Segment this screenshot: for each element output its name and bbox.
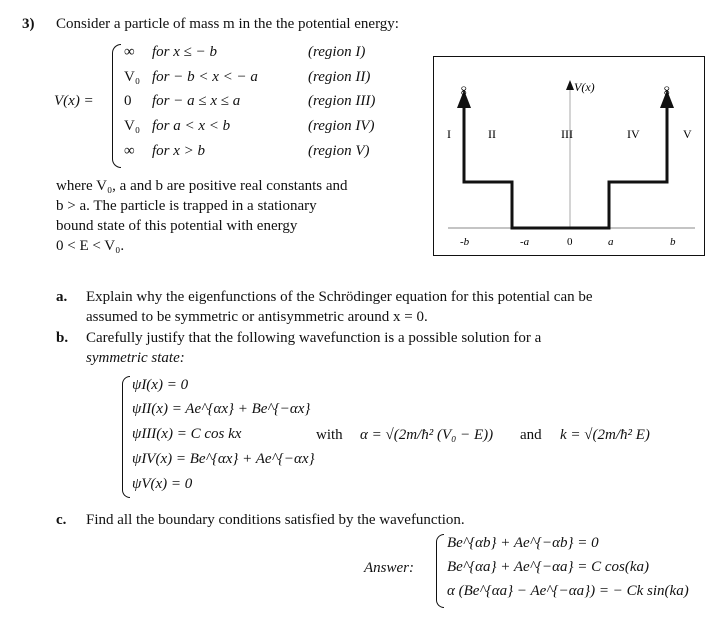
potential-well-figure: ∞ ∞ V(x) I II III IV V -b -a 0 a b (433, 56, 705, 256)
where-line: 0 < E < V₀. (56, 238, 125, 254)
region-label: V (683, 127, 692, 141)
case-region: (region IV) (308, 118, 375, 134)
answer-line: Be^{αb} + Ae^{−αb} = 0 (447, 535, 599, 551)
wavefunction-line: ψV(x) = 0 (132, 476, 193, 492)
x-tick: a (608, 236, 614, 248)
v-axis-label: V(x) (574, 80, 595, 94)
region-label: I (447, 127, 451, 141)
case-condition: for a < x < b (152, 118, 231, 134)
axis-arrow-icon (566, 80, 574, 90)
answer-line: α (Be^{αa} − Ae^{−αa}) = − Ck sin(ka) (447, 583, 689, 599)
case-condition: for − a ≤ x ≤ a (152, 93, 241, 109)
answer-label: Answer: (364, 560, 414, 576)
case-region: (region I) (308, 44, 366, 60)
part-c-label: c. (56, 512, 67, 528)
potential-curve (462, 104, 669, 230)
part-a-text: assumed to be symmetric or antisymmetric… (86, 309, 428, 325)
case-region: (region II) (308, 69, 371, 85)
case-value: V₀ (124, 118, 141, 134)
region-label: III (561, 127, 573, 141)
cases-brace (112, 44, 121, 168)
answer-line: Be^{αa} + Ae^{−αa} = C cos(ka) (447, 559, 650, 575)
case-value: V₀ (124, 69, 141, 85)
part-a-text: Explain why the eigenfunctions of the Sc… (86, 289, 593, 305)
right-wall-arrow-icon (660, 90, 674, 108)
x-tick: -b (460, 236, 470, 248)
region-label: IV (627, 127, 640, 141)
with-text: with (316, 427, 343, 443)
answer-brace (436, 534, 444, 608)
wavefunction-line: ψI(x) = 0 (132, 377, 189, 393)
infinity-left: ∞ (457, 86, 472, 95)
where-line: where V₀, a and b are positive real cons… (56, 178, 348, 194)
problem-intro: Consider a particle of mass m in the the… (56, 16, 399, 32)
case-value: 0 (124, 93, 132, 109)
part-b-label: b. (56, 330, 69, 346)
part-c-text: Find all the boundary conditions satisfi… (86, 512, 465, 528)
wavefunction-line: ψIII(x) = C cos kx (132, 426, 242, 442)
problem-number: 3) (22, 16, 35, 32)
wavefunction-line: ψII(x) = Ae^{αx} + Be^{−αx} (132, 401, 311, 417)
wavefunction-line: ψIV(x) = Be^{αx} + Ae^{−αx} (132, 451, 315, 467)
alpha-definition: α = √(2m/ħ² (V₀ − E)) (360, 427, 494, 443)
case-condition: for − b < x < − a (152, 69, 258, 85)
region-label: II (488, 127, 496, 141)
and-text: and (520, 427, 542, 443)
where-line: b > a. The particle is trapped in a stat… (56, 198, 317, 214)
where-line: bound state of this potential with energ… (56, 218, 298, 234)
case-region: (region V) (308, 143, 370, 159)
part-b-text: Carefully justify that the following wav… (86, 330, 542, 346)
x-tick: b (670, 236, 676, 248)
x-tick: 0 (567, 236, 573, 248)
v-label: V(x) = (54, 93, 94, 109)
case-condition: for x > b (152, 143, 206, 159)
x-tick: -a (520, 236, 530, 248)
part-a-label: a. (56, 289, 68, 305)
wavefunction-brace (122, 376, 130, 498)
part-b-text: symmetric state: (86, 350, 185, 366)
case-value: ∞ (124, 44, 135, 60)
case-condition: for x ≤ − b (152, 44, 218, 60)
case-region: (region III) (308, 93, 376, 109)
infinity-right: ∞ (660, 86, 675, 95)
case-value: ∞ (124, 143, 135, 159)
k-definition: k = √(2m/ħ² E) (560, 427, 650, 443)
left-wall-arrow-icon (457, 90, 471, 108)
